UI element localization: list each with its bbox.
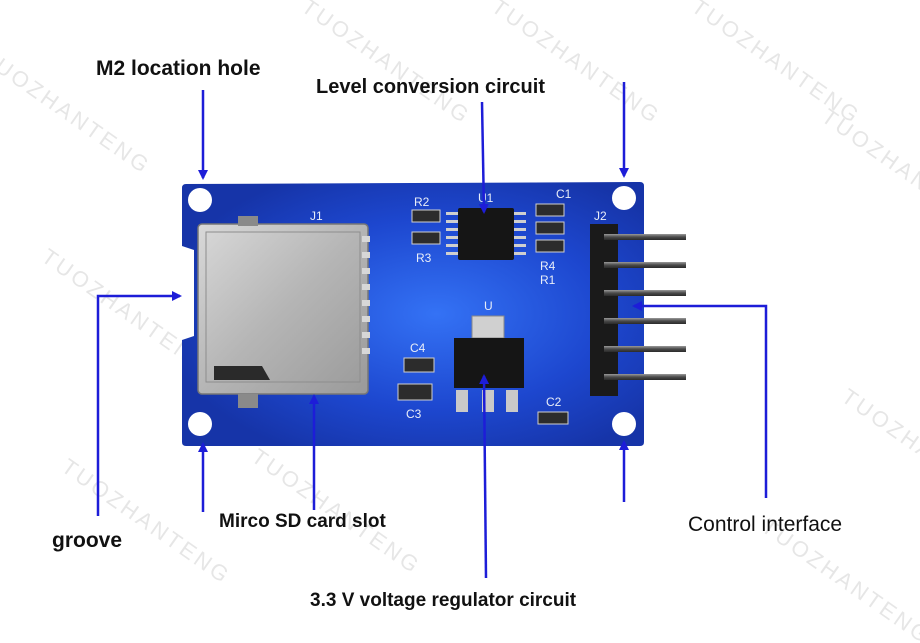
arrow-groove xyxy=(96,291,182,516)
silk-c2: C2 xyxy=(546,395,562,409)
pin-header-j2: J2 xyxy=(590,209,686,396)
silk-j1: J1 xyxy=(310,209,323,223)
watermark-text: TUOZHANTENG xyxy=(817,104,920,239)
silk-r3: R3 xyxy=(416,251,432,265)
silk-c1: C1 xyxy=(556,187,572,201)
watermark-text: TUOZHANTENG xyxy=(487,0,666,129)
watermark-text: TUOZHANTENG xyxy=(837,384,920,519)
label-groove: groove xyxy=(52,529,123,552)
arrow-level-conversion xyxy=(478,101,489,214)
arrow-regulator xyxy=(479,374,490,579)
annotation-arrows xyxy=(96,82,768,579)
m2-hole-top-right xyxy=(612,186,636,210)
m2-hole-top-left xyxy=(188,188,212,212)
label-voltage-regulator: 3.3 V voltage regulator circuit xyxy=(310,590,577,611)
label-control-interface: Control interface xyxy=(688,513,843,536)
watermark-text: TUOZHANTENG xyxy=(57,454,236,589)
voltage-regulator: U xyxy=(454,299,524,412)
label-level-conversion: Level conversion circuit xyxy=(316,76,545,98)
silk-r1: R1 xyxy=(540,273,556,287)
silk-c3: C3 xyxy=(406,407,422,421)
level-shifter-chip: U1 xyxy=(446,191,526,260)
pcb-board: J1 U1 R2 R3 C1 R4 R1 xyxy=(182,182,686,446)
slot-latch xyxy=(214,366,270,380)
arrow-control-interface xyxy=(632,301,768,498)
label-sd-card-slot: Mirco SD card slot xyxy=(219,511,386,532)
silk-r2: R2 xyxy=(414,195,430,209)
label-m2-location-hole: M2 location hole xyxy=(96,57,261,80)
smd-components-top: R2 R3 C1 R4 R1 xyxy=(411,187,572,287)
m2-hole-bottom-left xyxy=(188,412,212,436)
silk-c4: C4 xyxy=(410,341,426,355)
silk-r4: R4 xyxy=(540,259,556,273)
silk-u1: U1 xyxy=(478,191,494,205)
silk-u: U xyxy=(484,299,493,313)
watermark-text: TUOZHANTENG xyxy=(297,0,476,129)
m2-hole-bottom-right xyxy=(612,412,636,436)
smd-components-bottom: C4 C3 C2 xyxy=(397,341,569,425)
sd-card-slot: J1 xyxy=(197,209,370,408)
silk-j2: J2 xyxy=(594,209,607,223)
